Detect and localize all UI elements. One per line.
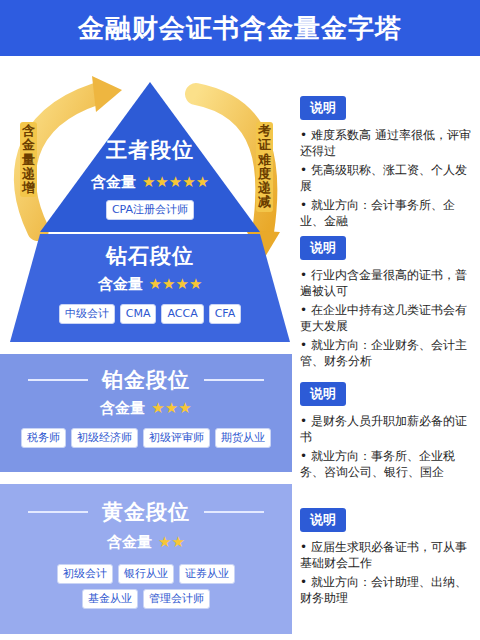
certificate-name: 初级会计	[63, 567, 107, 580]
title-rule	[28, 511, 88, 513]
tier-title: 王者段位	[40, 136, 260, 164]
tier-fill	[10, 234, 290, 342]
note-tag: 说明	[300, 236, 346, 260]
star-rating: ★★	[158, 533, 185, 551]
certificate-pill: 初级经济师	[71, 428, 138, 448]
note-tag: 说明	[300, 508, 346, 532]
certificate-name: 管理会计师	[149, 592, 204, 605]
pyramid-tier: 黄金段位含金量 ★★ 初级会计 银行从业 证券从业基金从业 管理会计师	[0, 484, 292, 634]
certificate-pill: 管理会计师	[143, 589, 210, 609]
certificate-name: 中级会计	[65, 307, 109, 320]
certificate-pill: 中级会计	[59, 304, 115, 324]
star-rating: ★★★★★	[142, 173, 209, 191]
pyramid-tier: 钻石段位含金量 ★★★★ 中级会计 CMA ACCA CFA	[10, 234, 290, 342]
value-row: 含金量 ★★★★	[10, 274, 290, 294]
certificate-name: CPA注册会计师	[112, 203, 188, 216]
value-label: 含金量	[98, 275, 143, 293]
certificate-name: CFA	[215, 307, 236, 320]
certificate-name: 初级经济师	[77, 431, 132, 444]
note-block: 说明 • 难度系数高 通过率很低，评审还得过• 凭高级职称、涨工资、个人发展• 就…	[300, 96, 472, 229]
certificate-name: 税务师	[27, 431, 60, 444]
certificate-pill: 期货从业	[215, 428, 271, 448]
title-rule	[204, 379, 264, 381]
note-bullet: • 是财务人员升职加薪必备的证书	[300, 413, 472, 445]
arrow-label: 考证难度递减	[256, 122, 273, 212]
certificate-name: 银行从业	[124, 567, 168, 580]
pyramid-tier: 铂金段位含金量 ★★★ 税务师 初级经济师 初级评审师 期货从业	[0, 354, 292, 472]
certificate-name: 基金从业	[88, 592, 132, 605]
tier-title: 铂金段位	[0, 366, 292, 394]
note-bullet: • 在企业中持有这几类证书会有更大发展	[300, 302, 472, 334]
title: 金融财会证书含金量金字塔	[0, 12, 480, 44]
arrow-label: 含金量递增	[20, 122, 37, 197]
certificate-pill: 初级会计	[57, 564, 113, 584]
tier-title: 钻石段位	[10, 242, 290, 270]
certificate-name: ACCA	[167, 307, 197, 320]
certificate-pill: 基金从业	[82, 589, 138, 609]
tier-title: 黄金段位	[0, 498, 292, 526]
star-rating: ★★★★	[149, 275, 203, 293]
value-row: 含金量 ★★★★★	[40, 172, 260, 192]
certificate-pill: 证券从业	[179, 564, 235, 584]
certificate-name: 初级评审师	[149, 431, 204, 444]
certificate-row: CPA注册会计师	[50, 200, 250, 220]
note-block: 说明 • 是财务人员升职加薪必备的证书• 就业方向：事务所、企业税务、咨询公司、银…	[300, 382, 472, 480]
certificate-row: 中级会计 CMA ACCA CFA	[25, 304, 275, 324]
pyramid-tier: 王者段位含金量 ★★★★★ CPA注册会计师	[40, 82, 260, 232]
star-rating: ★★★	[151, 399, 191, 417]
certificate-pill: ACCA	[161, 304, 203, 324]
value-label: 含金量	[91, 173, 136, 191]
value-label: 含金量	[107, 533, 152, 551]
note-tag: 说明	[300, 96, 346, 120]
certificate-pill: 银行从业	[118, 564, 174, 584]
note-bullet: • 就业方向：事务所、企业税务、咨询公司、银行、国企	[300, 448, 472, 480]
certificate-name: 证券从业	[185, 567, 229, 580]
tier-fill	[0, 484, 292, 634]
note-bullet: • 就业方向：会计助理、出纳、财务助理	[300, 574, 472, 606]
certificate-pill: CMA	[120, 304, 157, 324]
certificate-row: 初级会计 银行从业 证券从业基金从业 管理会计师	[39, 564, 253, 609]
certificate-name: CMA	[126, 307, 151, 320]
note-bullet: • 就业方向：企业财务、会计主管、财务分析	[300, 337, 472, 369]
note-bullet: • 应届生求职必备证书，可从事基础财会工作	[300, 539, 472, 571]
tier-fill	[40, 82, 260, 232]
value-label: 含金量	[100, 399, 145, 417]
rising-arrow-head	[92, 76, 122, 112]
note-bullet: • 行业内含金量很高的证书，普遍被认可	[300, 267, 472, 299]
note-block: 说明 • 行业内含金量很高的证书，普遍被认可• 在企业中持有这几类证书会有更大发展…	[300, 236, 472, 369]
value-row: 含金量 ★★	[0, 532, 292, 552]
certificate-pill: 税务师	[21, 428, 66, 448]
note-tag: 说明	[300, 382, 346, 406]
certificate-name: 期货从业	[221, 431, 265, 444]
note-bullet: • 凭高级职称、涨工资、个人发展	[300, 162, 472, 194]
certificate-pill: CFA	[209, 304, 242, 324]
tier-fill	[0, 354, 292, 472]
title-rule	[28, 379, 88, 381]
value-row: 含金量 ★★★	[0, 398, 292, 418]
title-rule	[204, 511, 264, 513]
certificate-pill: CPA注册会计师	[106, 200, 194, 220]
certificate-row: 税务师 初级经济师 初级评审师 期货从业	[3, 428, 289, 448]
note-bullet: • 就业方向：会计事务所、企业、金融	[300, 197, 472, 229]
note-block: 说明 • 应届生求职必备证书，可从事基础财会工作• 就业方向：会计助理、出纳、财务…	[300, 508, 472, 606]
certificate-pill: 初级评审师	[143, 428, 210, 448]
note-bullet: • 难度系数高 通过率很低，评审还得过	[300, 127, 472, 159]
